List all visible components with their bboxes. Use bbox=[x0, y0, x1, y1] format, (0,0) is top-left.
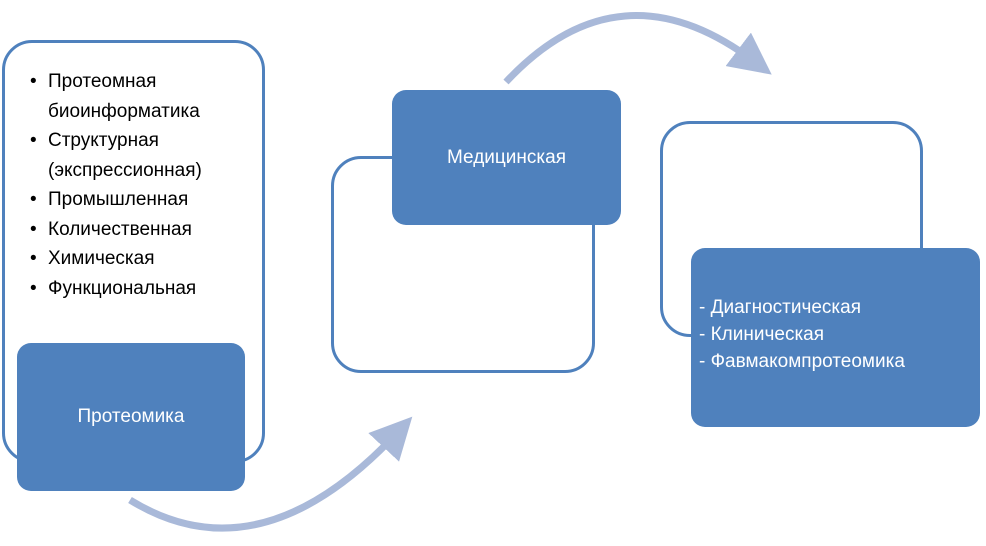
subtype-line: - Клиническая bbox=[699, 324, 825, 345]
subtype-line: - Фавмакомпротеомика bbox=[699, 351, 905, 372]
list-item: Количественная bbox=[30, 215, 248, 245]
medical-subtypes-box: - Диагностическая - Клиническая - Фавмак… bbox=[691, 248, 980, 427]
proteomics-title: Протеомика bbox=[77, 406, 185, 427]
proteomics-box: Протеомика bbox=[17, 343, 245, 491]
curved-arrow-2 bbox=[503, 12, 772, 85]
list-item: Протеомная биоинформатика bbox=[30, 67, 248, 126]
list-item: Функциональная bbox=[30, 274, 248, 304]
list-item: Структурная (экспрессионная) bbox=[30, 126, 248, 185]
medical-title: Медицинская bbox=[447, 146, 566, 168]
proteomics-types-list: Протеомная биоинформатика Структурная (э… bbox=[30, 67, 248, 303]
medical-box: Медицинская bbox=[392, 90, 621, 225]
curved-arrow-1 bbox=[128, 416, 413, 532]
subtype-line: - Диагностическая bbox=[699, 297, 862, 318]
list-item: Химическая bbox=[30, 244, 248, 274]
list-item: Промышленная bbox=[30, 185, 248, 215]
